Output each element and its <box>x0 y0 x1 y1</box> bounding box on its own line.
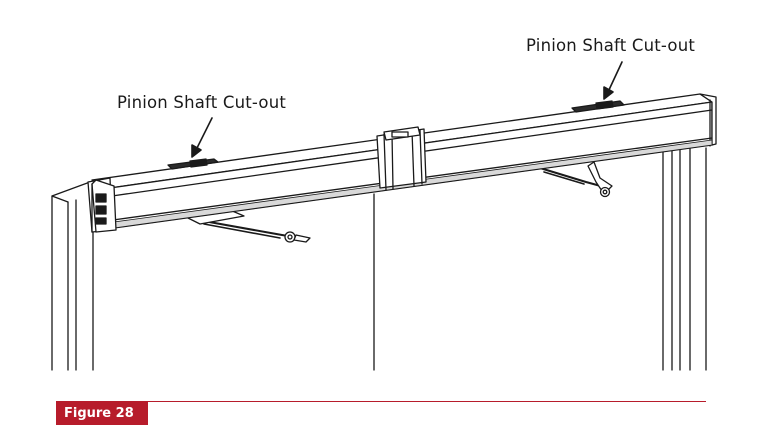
pinion-cutout-left <box>167 158 219 170</box>
figure-rule <box>56 401 706 402</box>
callout-arrow-left <box>191 117 213 158</box>
left-end-cap <box>87 177 117 233</box>
figure-label: Figure 28 <box>56 402 148 425</box>
right-door-frame <box>662 147 707 371</box>
callout-arrow-right <box>603 61 623 100</box>
pinion-cutout-right <box>571 100 625 113</box>
callout-label-right: Pinion Shaft Cut-out <box>526 36 696 55</box>
right-door-arm <box>539 161 613 198</box>
callout-label-left: Pinion Shaft Cut-out <box>117 93 287 112</box>
left-door-arm <box>185 209 311 243</box>
center-coupling <box>376 126 427 191</box>
left-door-frame <box>51 181 94 371</box>
